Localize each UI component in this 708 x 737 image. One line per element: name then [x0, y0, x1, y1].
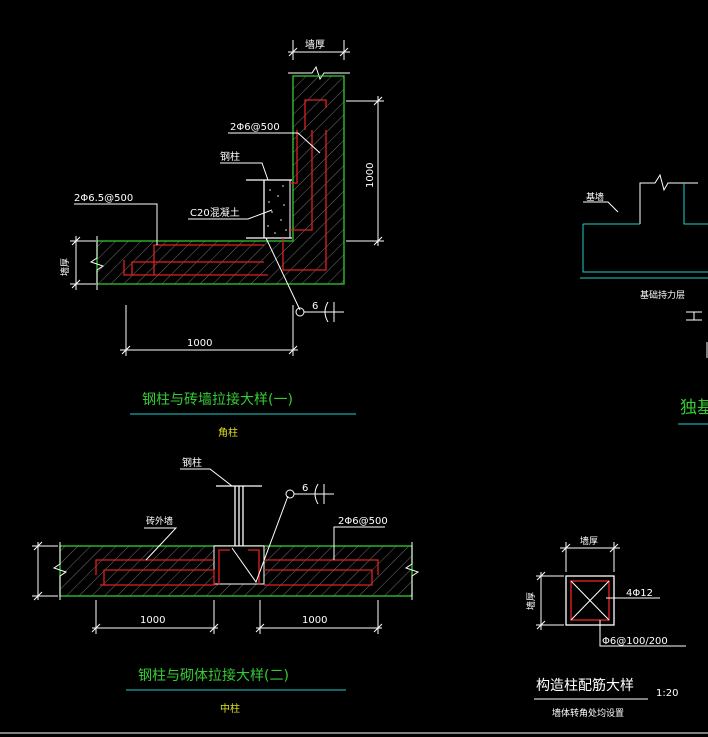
detail-1-title: 钢柱与砖墙拉接大样(一) [142, 391, 293, 408]
main-rebar-label: 4Φ12 [626, 588, 653, 599]
break-line-right-2 [404, 542, 420, 600]
break-line-top [288, 65, 350, 81]
steel-column-i-section [214, 485, 264, 547]
leader-rebar-top [228, 132, 321, 154]
foundation-wall-label: 基墙 [586, 191, 604, 203]
dimension-vertical-label: 1000 [365, 163, 376, 188]
column-pocket [213, 545, 265, 585]
foundation-outline [582, 224, 708, 273]
steel-column-section [246, 179, 292, 239]
wall-thickness-label-left: 墙厚 [59, 258, 71, 276]
leader-steel-column-2 [180, 468, 233, 487]
weld-size-label-2: 6 [302, 483, 308, 494]
stirrup-rebar [570, 580, 610, 621]
concrete-fill-dots [267, 185, 287, 234]
detail-4-structural-column: 墙厚 墙厚 4Φ12 Φ6@100/200 构造柱配筋大样 1:20 墙体转角处… [525, 535, 686, 719]
wall-thickness-label-top: 墙厚 [305, 38, 325, 51]
rebar-top-label: 2Φ6@500 [230, 122, 280, 133]
brick-wall-label: 砖外墙 [146, 515, 173, 527]
dimension-left-label-2: 1000 [140, 615, 165, 626]
detail-4-title: 构造柱配筋大样 [536, 677, 634, 694]
i-beam-symbol [686, 311, 702, 321]
wall-thickness-dimension-side-4 [536, 571, 564, 630]
wall-thickness-dimension-top [288, 40, 350, 60]
leader-rebar-2 [333, 526, 385, 560]
foundation-title-partial: 独基 [680, 398, 708, 418]
detail-1-corner-column: 墙厚 [59, 38, 384, 439]
leader-brick-wall [144, 527, 178, 561]
wall-thickness-dimension-top-4 [560, 542, 620, 572]
stirrup-label: Φ6@100/200 [602, 636, 668, 647]
wall-thickness-dimension-2 [32, 541, 58, 601]
detail-2-middle-column: 钢柱 砖外墙 2Φ6@500 6 [32, 456, 420, 715]
foundation-column-right [683, 183, 708, 225]
rebar-left-label: 2Φ6.5@500 [74, 193, 133, 204]
dimension-horizontal-label: 1000 [187, 338, 212, 349]
detail-2-title: 钢柱与砌体拉接大样(二) [138, 667, 289, 684]
rebar-lines-detail-2 [95, 549, 379, 586]
corner-wall-hatch [96, 75, 345, 285]
wall-thickness-side-label-4: 墙厚 [525, 592, 537, 610]
wall-thickness-top-label-4: 墙厚 [580, 535, 598, 547]
detail-1-subtitle: 角柱 [218, 426, 238, 439]
column-cross-2 [570, 580, 610, 621]
strength-layer-label: 基础持力层 [640, 289, 685, 301]
leader-steel-column [220, 162, 269, 181]
weld-size-label-1: 6 [312, 301, 318, 312]
dimension-right-label-2: 1000 [302, 615, 327, 626]
leader-concrete [188, 209, 273, 220]
leader-rebar-left [74, 203, 158, 245]
rebar-lines-detail-1 [123, 99, 327, 276]
wall-thickness-dimension-left [70, 236, 96, 290]
concrete-label: C20混凝土 [190, 206, 240, 219]
weld-symbol-1 [265, 237, 344, 323]
detail-4-note: 墙体转角处均设置 [552, 707, 624, 719]
weld-symbol-2 [231, 483, 334, 584]
steel-column-label-2: 钢柱 [182, 456, 202, 469]
foundation-column-outline [639, 173, 698, 224]
break-line-left [89, 236, 105, 290]
rebar-label-2: 2Φ6@500 [338, 516, 388, 527]
detail-2-subtitle: 中柱 [220, 702, 240, 715]
dimension-horizontal-1000 [120, 305, 298, 356]
dimension-bottom-2 [91, 600, 383, 634]
detail-3-foundation-partial: 基墙 基础持力层 独基 [580, 173, 708, 425]
break-line-left-2 [52, 542, 68, 600]
leader-stirrup [599, 620, 686, 647]
dimension-vertical-1000 [346, 96, 384, 246]
steel-column-label-1: 钢柱 [220, 150, 240, 163]
detail-4-scale: 1:20 [656, 688, 678, 699]
leader-foundation-wall [583, 201, 619, 213]
